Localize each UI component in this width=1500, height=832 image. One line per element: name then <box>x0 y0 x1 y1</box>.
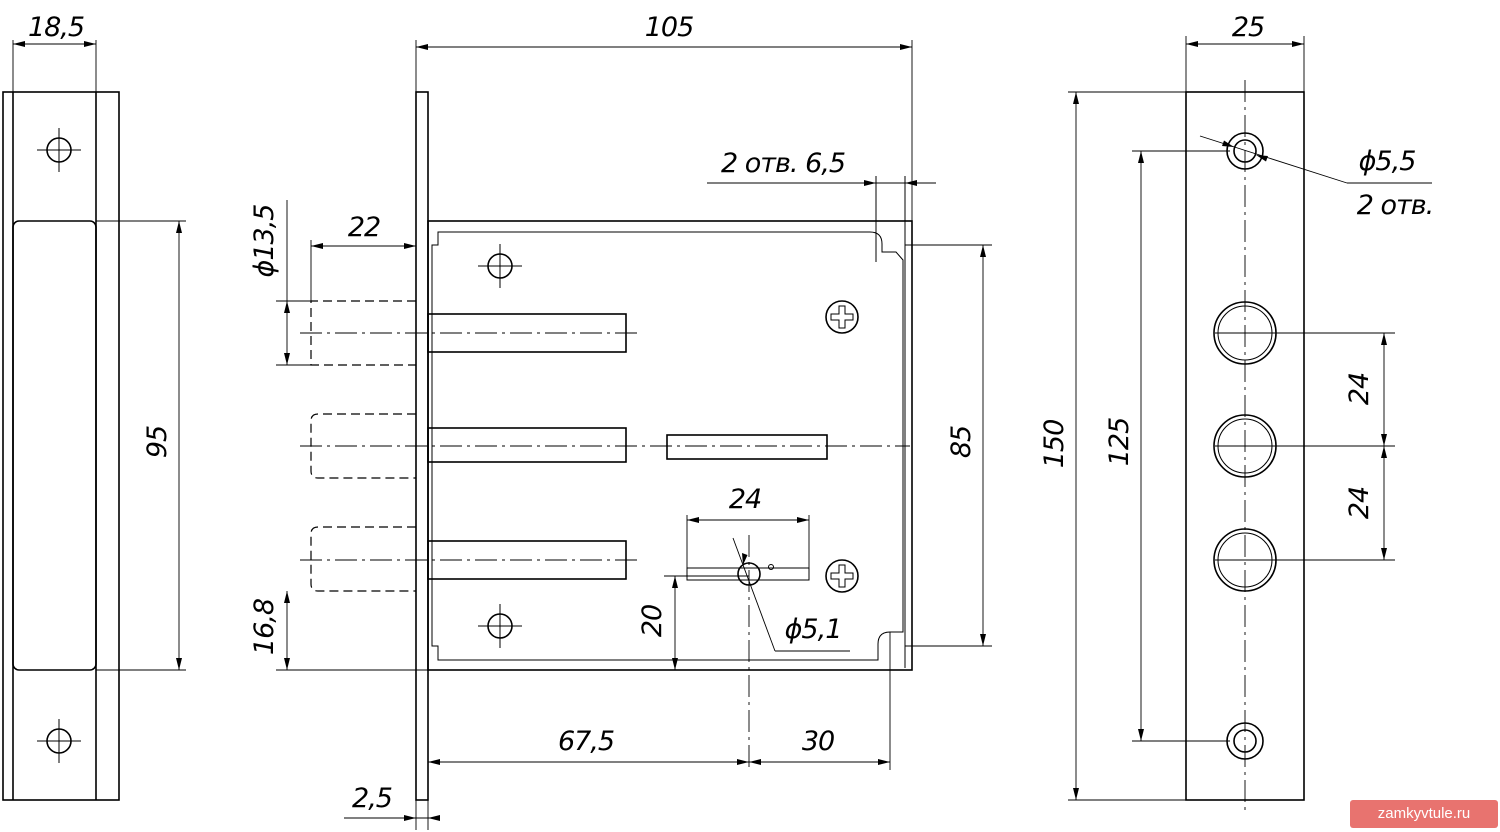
backset-label: 67,5 <box>558 726 614 757</box>
strike-spacing-label: 125 <box>1104 418 1135 467</box>
bolt-pitch-label-1: 24 <box>1344 373 1375 405</box>
lock-width-label: 105 <box>645 12 694 43</box>
key-height-label: 20 <box>637 605 668 637</box>
bolt-throw-label: 22 <box>348 212 380 243</box>
watermark-link[interactable]: zamkyvtule.ru <box>1350 800 1498 828</box>
strike-width-label: 25 <box>1232 12 1264 43</box>
faceplate-height-label: 95 <box>142 426 173 458</box>
strike-hole-label: ϕ5,5 <box>1359 146 1416 177</box>
strike-hole-count-label: 2 отв. <box>1357 190 1434 221</box>
bottom-offset-label: 16,8 <box>249 599 280 655</box>
side-offset-label: 30 <box>802 726 834 757</box>
key-width-label: 24 <box>729 484 761 515</box>
faceplate-view <box>2 40 186 801</box>
bolt-diameter-label: ϕ13,5 <box>249 205 280 278</box>
lock-body-dimensions <box>276 40 992 830</box>
plate-thickness-label: 2,5 <box>352 783 392 814</box>
key-hole-label: ϕ5,1 <box>785 614 842 645</box>
faceplate-width-label: 18,5 <box>28 12 84 43</box>
strike-plate-view <box>1185 80 1395 810</box>
strike-height-label: 150 <box>1039 420 1070 469</box>
lock-body-view <box>300 91 913 801</box>
holes-label: 2 отв. 6,5 <box>721 148 845 179</box>
body-height-label: 85 <box>946 426 977 458</box>
strike-plate-dimensions <box>1068 36 1432 801</box>
bolt-pitch-label-2: 24 <box>1344 487 1375 519</box>
